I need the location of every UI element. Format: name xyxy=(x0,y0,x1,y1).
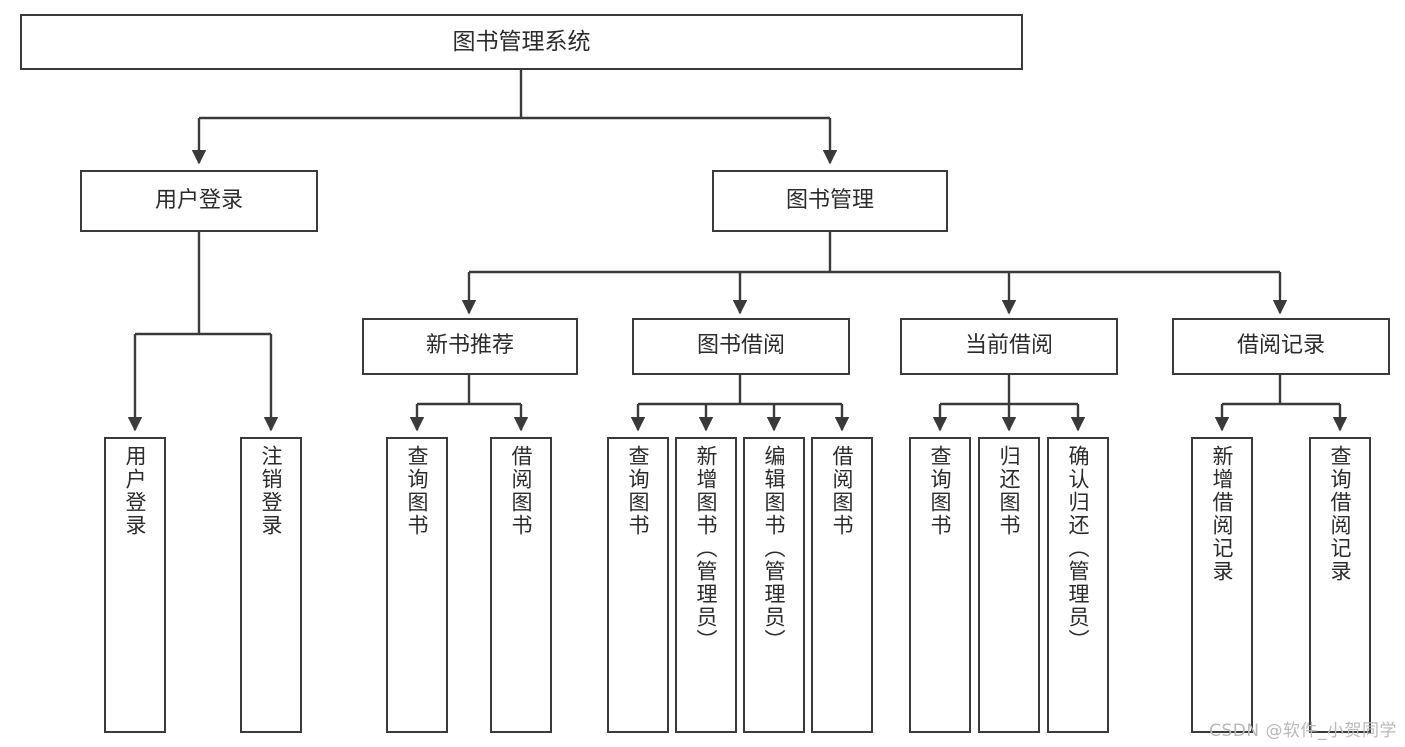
leaf-borrow-book-borrow-book[interactable]: 借阅图书 xyxy=(811,437,873,733)
node-root-book-management-system[interactable]: 图书管理系统 xyxy=(20,14,1023,70)
node-label: 新增借阅记录 xyxy=(1210,445,1235,583)
leaf-user-login-logout[interactable]: 注销登录 xyxy=(240,437,302,733)
leaf-new-book-borrow-book[interactable]: 借阅图书 xyxy=(490,437,552,733)
leaf-new-book-query-book[interactable]: 查询图书 xyxy=(386,437,448,733)
node-label: 编辑图书（管理员） xyxy=(762,445,787,652)
leaf-borrow-record-query-record[interactable]: 查询借阅记录 xyxy=(1309,437,1371,733)
leaf-borrow-book-query-book[interactable]: 查询图书 xyxy=(607,437,669,733)
node-label: 当前借阅 xyxy=(964,333,1053,359)
node-user-login[interactable]: 用户登录 xyxy=(80,170,318,232)
leaf-borrow-book-edit-book-admin[interactable]: 编辑图书（管理员） xyxy=(743,437,805,733)
node-label: 查询图书 xyxy=(626,445,651,537)
node-label: 新增图书（管理员） xyxy=(694,445,719,652)
node-label: 新书推荐 xyxy=(425,333,514,359)
node-label: 用户登录 xyxy=(123,445,148,537)
leaf-current-borrow-return-book[interactable]: 归还图书 xyxy=(978,437,1040,733)
node-current-borrow[interactable]: 当前借阅 xyxy=(900,318,1118,375)
leaf-borrow-book-add-book-admin[interactable]: 新增图书（管理员） xyxy=(675,437,737,733)
node-label: 图书借阅 xyxy=(696,333,785,359)
node-label: 查询图书 xyxy=(405,445,430,537)
node-label: 借阅图书 xyxy=(830,445,855,537)
node-label: 借阅记录 xyxy=(1236,333,1325,359)
node-book-borrow[interactable]: 图书借阅 xyxy=(632,318,850,375)
node-label: 图书管理系统 xyxy=(452,28,591,55)
watermark: CSDN @软件_小贺同学 xyxy=(1209,721,1397,741)
node-label: 借阅图书 xyxy=(509,445,534,537)
leaf-borrow-record-add-record[interactable]: 新增借阅记录 xyxy=(1191,437,1253,733)
node-borrow-record[interactable]: 借阅记录 xyxy=(1172,318,1390,375)
node-label: 确认归还（管理员） xyxy=(1066,445,1091,652)
node-label: 查询借阅记录 xyxy=(1328,445,1353,583)
leaf-current-borrow-query-book[interactable]: 查询图书 xyxy=(909,437,971,733)
node-label: 归还图书 xyxy=(997,445,1022,537)
node-label: 查询图书 xyxy=(928,445,953,537)
node-book-management[interactable]: 图书管理 xyxy=(712,170,948,232)
node-label: 用户登录 xyxy=(154,187,243,213)
leaf-current-borrow-confirm-return-admin[interactable]: 确认归还（管理员） xyxy=(1047,437,1109,733)
node-label: 图书管理 xyxy=(785,187,874,213)
node-label: 注销登录 xyxy=(259,445,284,537)
node-new-book-recommend[interactable]: 新书推荐 xyxy=(362,318,578,375)
leaf-user-login-login[interactable]: 用户登录 xyxy=(104,437,166,733)
